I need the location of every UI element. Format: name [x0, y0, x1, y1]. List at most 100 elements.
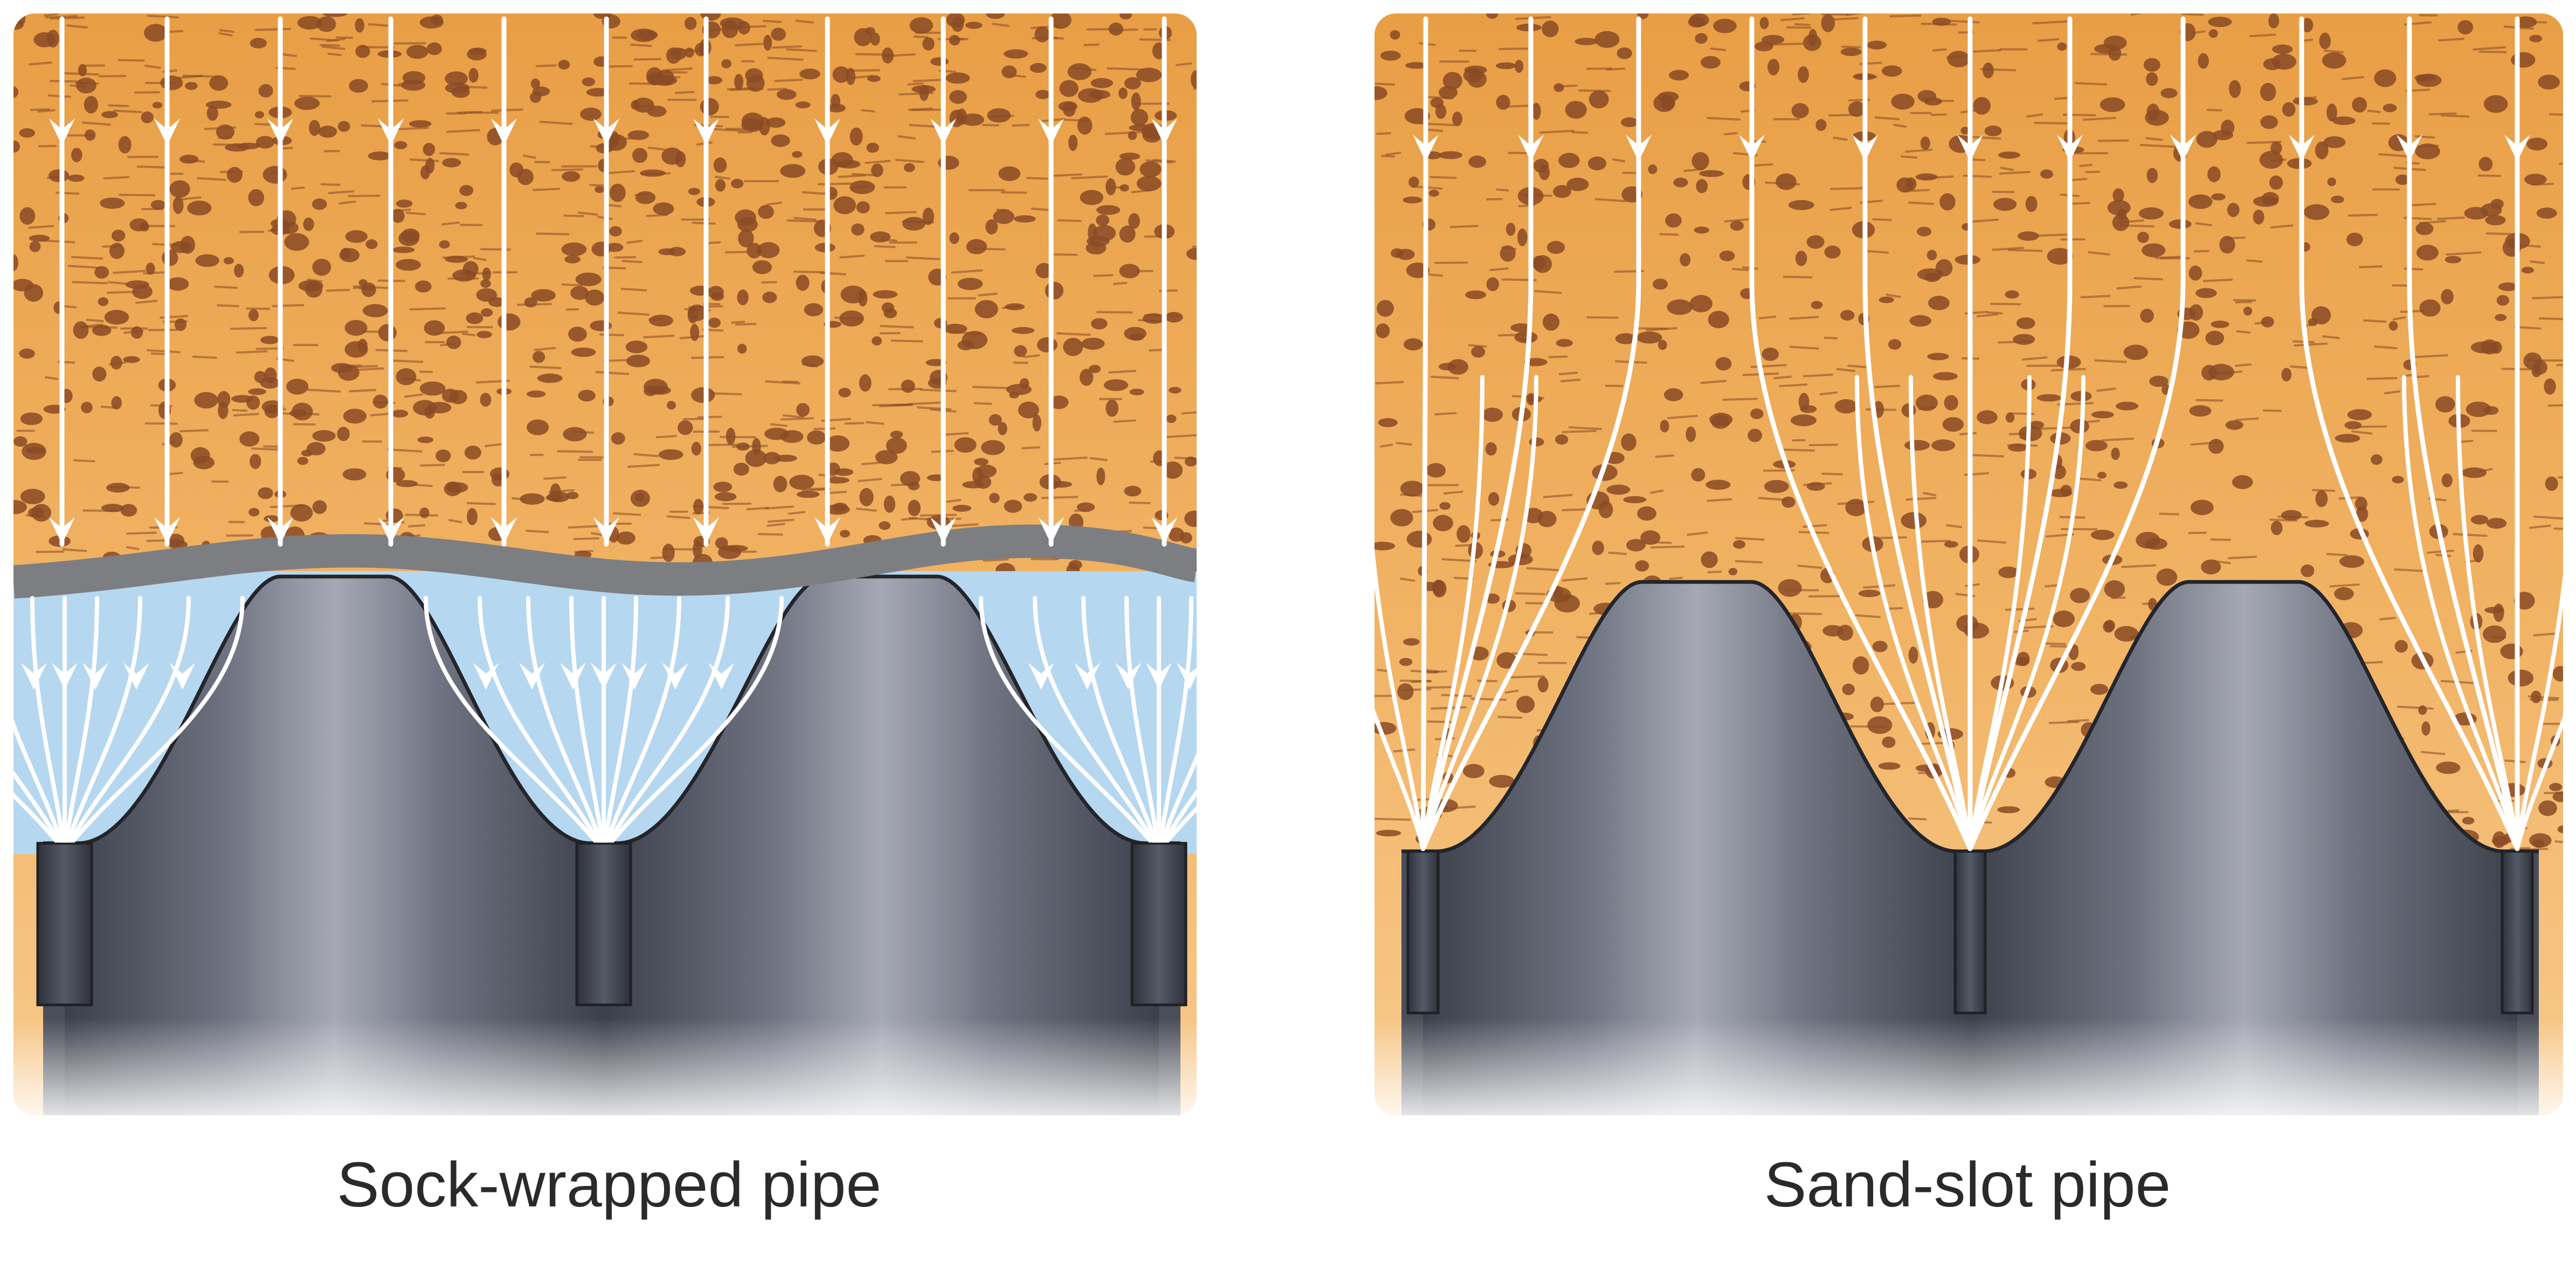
- left-converge-1-3: [569, 596, 604, 843]
- right-converge-2-0: [2402, 375, 2519, 851]
- left-converge-2-0: [979, 596, 1152, 843]
- left-converge-arrow-1-5: [621, 663, 647, 690]
- left-converge-1-2: [526, 596, 602, 843]
- left-flow-lines: [0, 16, 1290, 843]
- panel-sand-slot: [1375, 13, 2563, 1115]
- left-flow-arrow-b-6: [693, 517, 719, 544]
- left-flow-arrow-a-3: [378, 119, 404, 145]
- left-flow-arrow-a-8: [930, 119, 956, 145]
- left-converge-2-8: [1165, 596, 1197, 843]
- left-slot-0: [36, 842, 93, 1007]
- right-flow-line-0: [1420, 16, 1428, 851]
- left-converge-arrow-2-1: [1028, 663, 1054, 690]
- left-converge-2-5: [1158, 596, 1193, 843]
- right-flow-arrow-3: [1739, 135, 1765, 162]
- left-flow-arrow-b-7: [814, 517, 840, 544]
- left-flow-arrow-b-0: [49, 517, 75, 544]
- right-flow-arrow-2: [1626, 135, 1652, 162]
- right-converge-0-1: [1375, 375, 1425, 851]
- right-converge-1-0: [1855, 375, 1972, 851]
- left-converge-1-8: [610, 596, 784, 843]
- left-converge-arrow-2-2: [1074, 663, 1100, 690]
- right-flow-arrow-9: [2397, 135, 2422, 162]
- left-converge-arrow-1-6: [662, 663, 688, 690]
- left-flow-arrow-a-1: [154, 119, 180, 145]
- left-converge-arrow-0-7: [169, 663, 196, 690]
- left-flow-arrow-a-9: [1038, 119, 1064, 145]
- left-converge-arrow-1-7: [708, 663, 735, 690]
- right-converge-0-2: [1421, 375, 1484, 851]
- left-converge-arrow-2-6: [1218, 663, 1244, 690]
- left-flow-arrow-a-2: [267, 119, 293, 145]
- left-flow-arrow-a-10: [1151, 119, 1177, 145]
- right-flow-line-3: [1749, 16, 1973, 851]
- left-converge-0-6: [66, 596, 142, 843]
- right-converge-2-1: [2456, 375, 2519, 851]
- left-converge-1-0: [424, 596, 597, 843]
- left-converge-1-6: [605, 596, 681, 843]
- left-flow-arrow-a-0: [49, 119, 75, 145]
- left-converge-arrow-2-4: [1146, 663, 1172, 690]
- caption-sock-wrapped-pipe: Sock-wrapped pipe: [336, 1149, 882, 1220]
- right-flow-arrow-5: [1957, 135, 1983, 162]
- left-flow-arrow-a-7: [814, 119, 840, 145]
- left-flow-arrow-a-4: [491, 119, 517, 145]
- left-converge-arrow-0-6: [123, 663, 149, 690]
- right-flow-line-7: [1967, 16, 2186, 851]
- left-converge-arrow-2-5: [1177, 663, 1197, 690]
- right-slot-2: [2501, 850, 2534, 1015]
- right-flow-line-4: [1862, 16, 1973, 851]
- left-flow-arrow-b-2: [267, 517, 293, 544]
- left-flow-arrow-b-9: [1038, 517, 1064, 544]
- left-flow-arrow-b-1: [154, 517, 180, 544]
- left-sock-fabric: [13, 524, 1197, 599]
- left-converge-2-6: [1161, 596, 1197, 843]
- right-flow-arrow-4: [1852, 135, 1878, 162]
- left-converge-arrow-0-2: [0, 663, 6, 690]
- right-slot-0: [1406, 850, 1440, 1015]
- left-converge-arrow-1-3: [560, 663, 586, 690]
- left-slot-1: [575, 842, 632, 1007]
- left-converge-1-7: [607, 596, 730, 843]
- left-flow-arrow-b-10: [1151, 517, 1177, 544]
- right-flow-line-8: [2299, 16, 2520, 851]
- right-flow-line-1: [1420, 16, 1534, 851]
- left-converge-0-2: [13, 596, 63, 843]
- left-converge-2-1: [1033, 596, 1155, 843]
- right-flow-line-2: [1420, 16, 1641, 851]
- left-slot-2: [1130, 842, 1187, 1007]
- left-converge-0-7: [68, 596, 191, 843]
- left-converge-arrow-0-5: [82, 663, 108, 690]
- left-converge-2-3: [1124, 596, 1159, 843]
- left-converge-arrow-1-2: [519, 663, 545, 690]
- right-converge-0-3: [1421, 375, 1538, 851]
- right-flow-lines: [1375, 16, 2563, 851]
- right-converge-0-0: [1375, 375, 1425, 851]
- left-converge-arrow-0-4: [52, 663, 78, 690]
- left-converge-0-3: [30, 596, 65, 843]
- right-flow-arrow-1: [1518, 135, 1544, 162]
- left-flow-arrow-a-5: [593, 119, 619, 145]
- left-flow-arrow-b-3: [378, 517, 404, 544]
- left-fade: [13, 1018, 1197, 1115]
- right-flow-arrow-7: [2170, 135, 2196, 162]
- right-flow-arrow-8: [2289, 135, 2315, 162]
- left-converge-1-1: [478, 596, 600, 843]
- left-flow-arrow-b-8: [930, 517, 956, 544]
- left-converge-arrow-2-7: [1264, 663, 1290, 690]
- panel-sock-wrapped: [0, 13, 1290, 1115]
- right-fade: [1375, 1018, 2563, 1115]
- right-flow-arrow-6: [2057, 135, 2083, 162]
- left-converge-2-7: [1163, 596, 1197, 843]
- left-converge-0-0: [13, 596, 58, 843]
- right-flow-arrow-10: [2504, 135, 2530, 162]
- right-flow-arrow-0: [1413, 135, 1439, 162]
- left-converge-0-8: [71, 596, 245, 843]
- right-converge-1-1: [1909, 375, 1972, 851]
- right-slot-1: [1953, 850, 1987, 1015]
- left-converge-arrow-1-4: [591, 663, 617, 690]
- left-converge-1-5: [603, 596, 638, 843]
- right-converge-1-2: [1968, 375, 2032, 851]
- left-converge-0-1: [13, 596, 61, 843]
